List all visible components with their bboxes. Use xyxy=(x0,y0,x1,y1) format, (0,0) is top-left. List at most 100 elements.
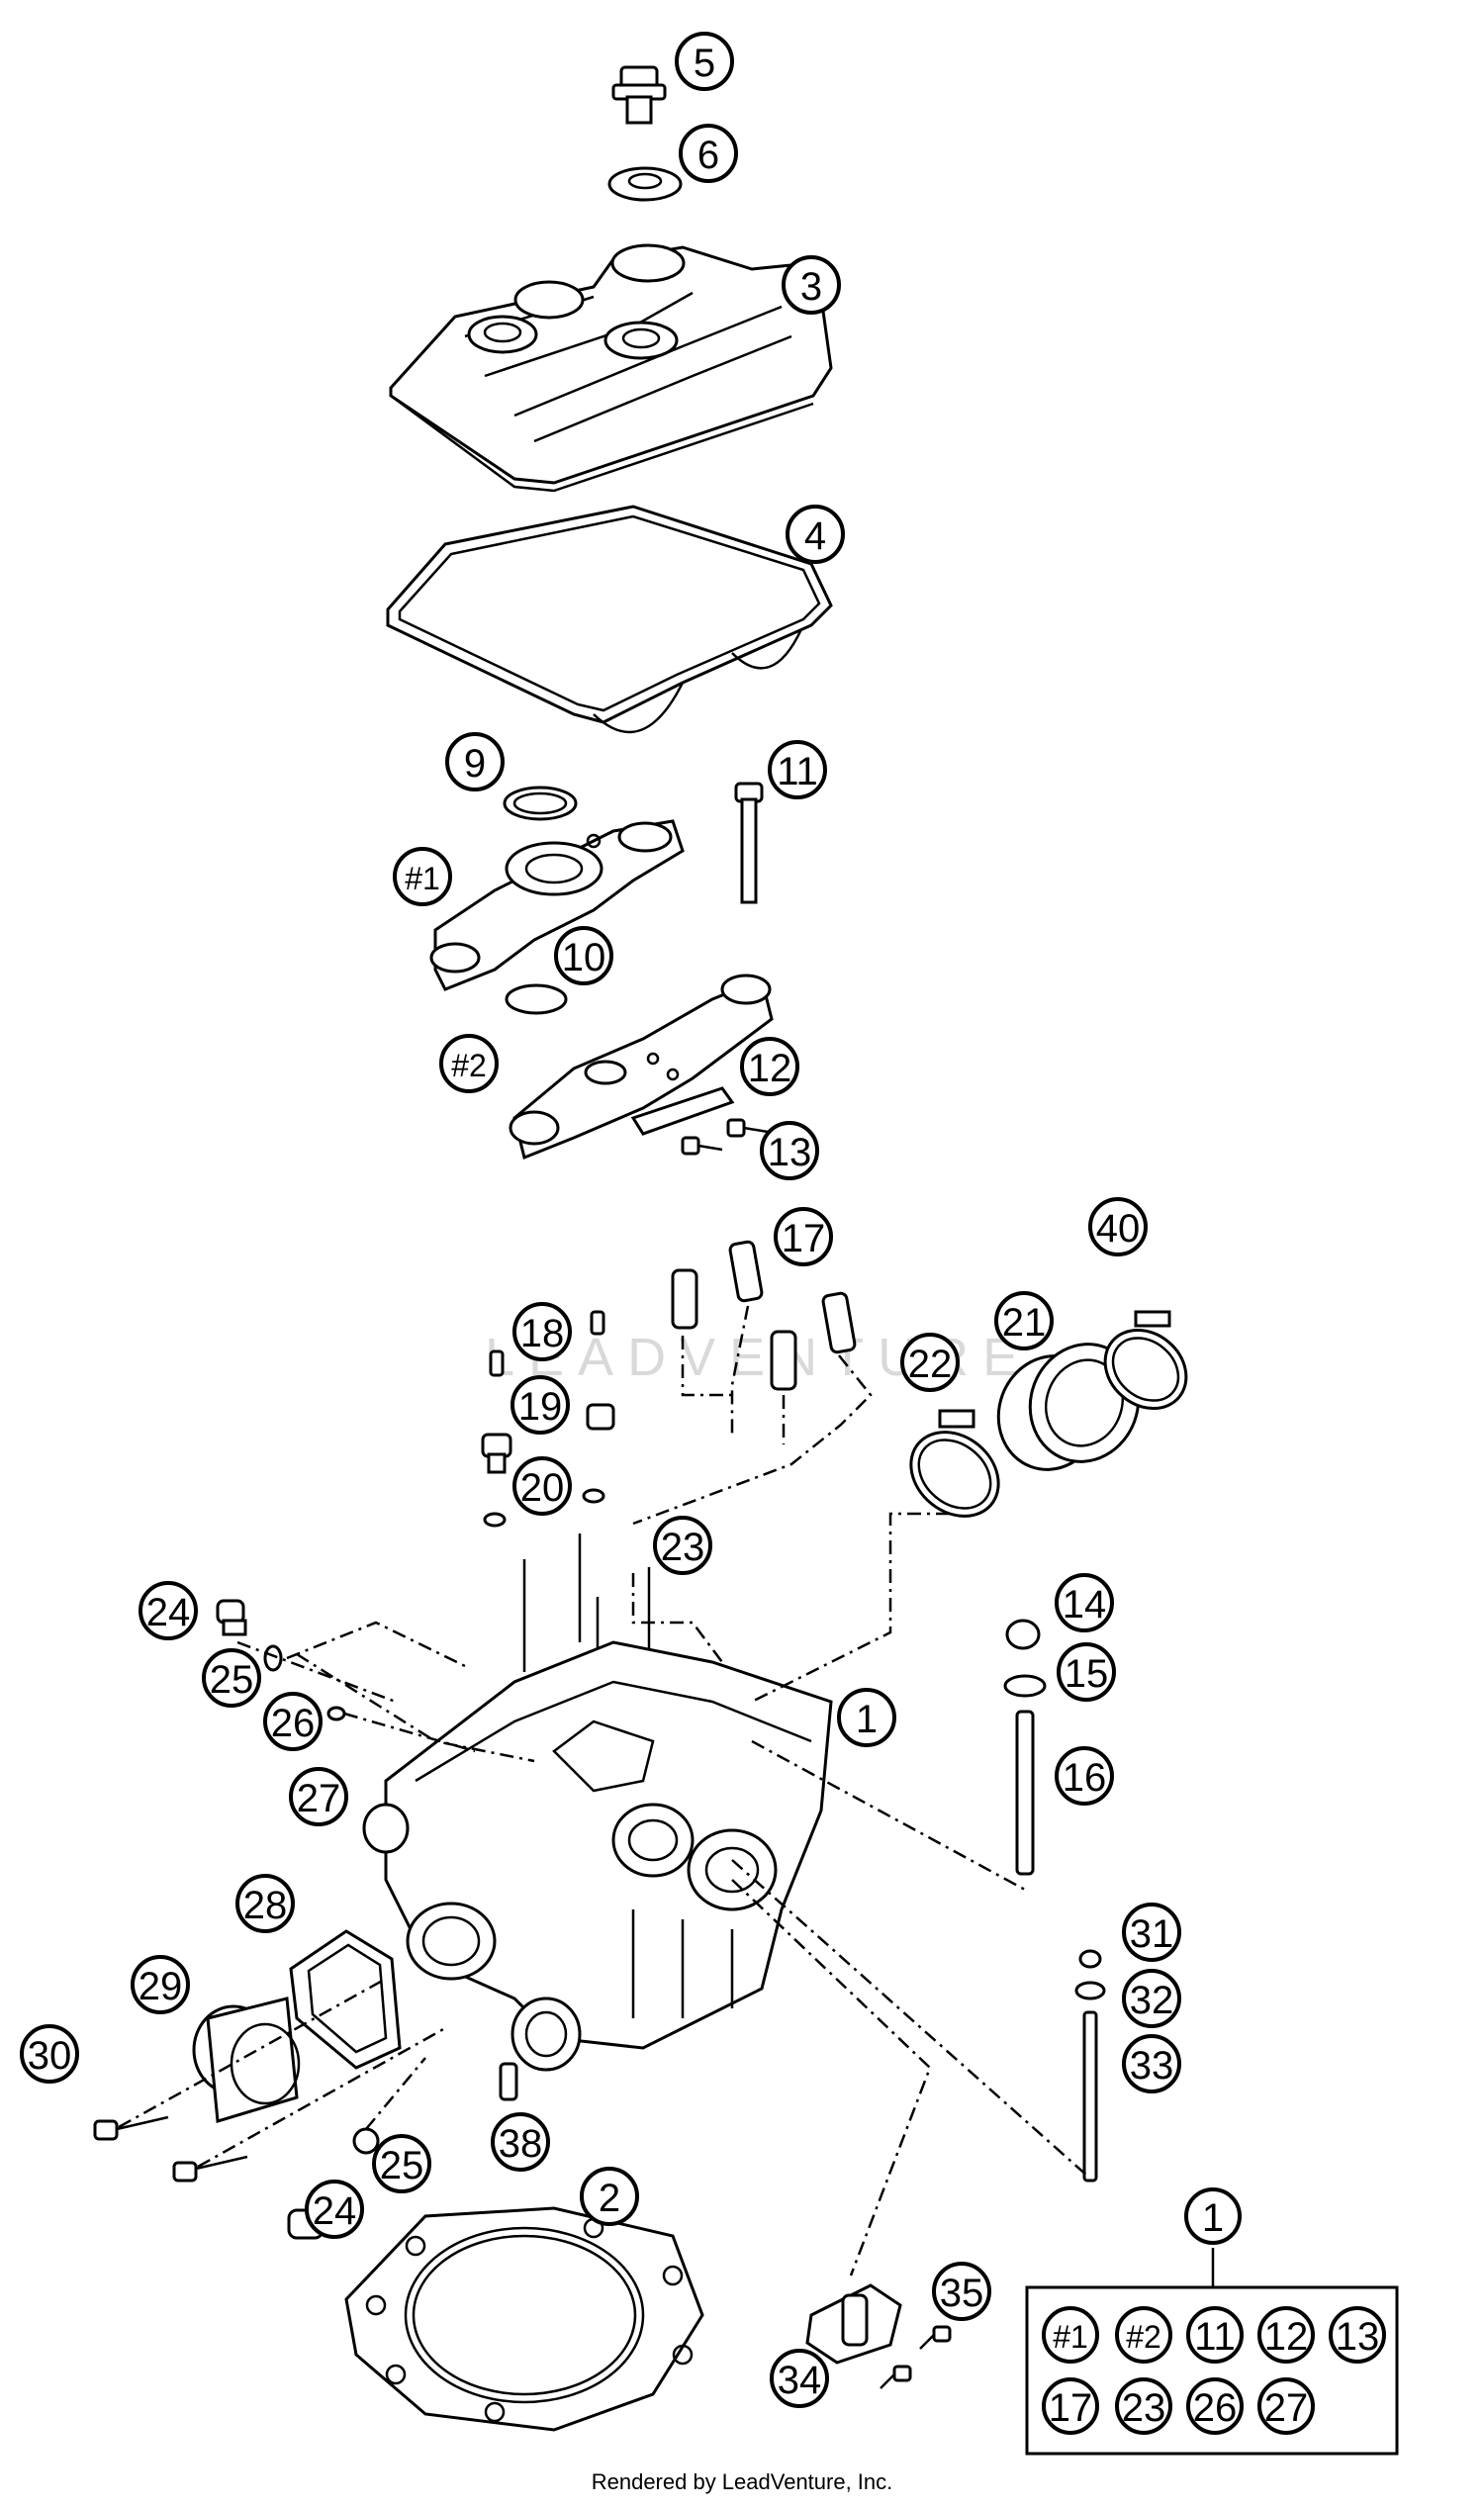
kit-callout-circle xyxy=(1042,2377,1099,2435)
callout-circle xyxy=(837,1688,896,1747)
kit-item-13: 13 xyxy=(1329,2306,1386,2364)
kit-callout-circle xyxy=(1329,2306,1386,2364)
callout-4: 4 xyxy=(786,505,845,564)
callout-label: 28 xyxy=(243,1884,288,1927)
callout-circle xyxy=(510,1375,570,1435)
part-29-flange xyxy=(192,1997,301,2123)
kit-item-num2: #2 xyxy=(1115,2306,1172,2364)
callout-circle xyxy=(1088,1197,1148,1256)
part-22-hose-clamp xyxy=(909,1409,1000,1518)
callout-num1: #1 xyxy=(393,847,452,906)
callout-13: 13 xyxy=(760,1121,819,1180)
callout-20: 20 xyxy=(512,1456,572,1516)
kit-callout-circle xyxy=(1115,2306,1172,2364)
part-15-washer xyxy=(1003,1674,1047,1698)
kit-callout-circle xyxy=(1257,2306,1315,2364)
callout-circle xyxy=(679,124,738,183)
callout-circle xyxy=(512,1456,572,1516)
callout-label: #2 xyxy=(451,1048,487,1083)
callout-label: 25 xyxy=(380,2144,424,2187)
callout-label: 23 xyxy=(661,1526,705,1569)
callout-circle xyxy=(235,1874,295,1933)
part-5-bolt xyxy=(611,65,667,125)
callout-label: 14 xyxy=(1063,1583,1107,1626)
part-40-hose-clamp xyxy=(1103,1310,1188,1411)
callout-label: 1 xyxy=(856,1698,878,1741)
callout-circle xyxy=(439,1034,499,1093)
part-11-bolt xyxy=(734,782,764,904)
callout-34: 34 xyxy=(770,2349,829,2408)
callout-2: 2 xyxy=(580,2167,639,2226)
callout-circle xyxy=(782,255,841,315)
part-28-gasket xyxy=(289,1929,402,2070)
kit-callout-label: 23 xyxy=(1122,2386,1166,2430)
callout-num2: #2 xyxy=(439,1034,499,1093)
callout-label: 40 xyxy=(1096,1207,1141,1251)
callout-label: 5 xyxy=(694,42,715,85)
kit-item-11: 11 xyxy=(1186,2306,1244,2364)
part-30-bolts xyxy=(93,2115,248,2183)
callout-label: 11 xyxy=(777,750,818,793)
part-25-oring-bottom xyxy=(352,2127,380,2155)
callout-label: 32 xyxy=(1130,1979,1174,2022)
kit-callout-label: 1 xyxy=(1202,2196,1224,2240)
callout-label: 35 xyxy=(940,2272,984,2315)
callout-label: 13 xyxy=(768,1131,812,1174)
callout-27: 27 xyxy=(289,1767,348,1826)
callout-label: 29 xyxy=(139,1965,183,2008)
callout-label: 27 xyxy=(297,1777,341,1820)
kit-item-27: 27 xyxy=(1257,2377,1315,2435)
callout-circle xyxy=(740,1037,799,1096)
callout-label: 24 xyxy=(146,1591,191,1634)
callout-circle xyxy=(774,1207,833,1266)
callout-circle xyxy=(1122,1969,1181,2028)
leader-lines xyxy=(118,1512,1089,2277)
callout-label: 21 xyxy=(1002,1301,1047,1345)
part-31-nut xyxy=(1078,1949,1102,1969)
callout-28: 28 xyxy=(235,1874,295,1933)
callout-label: 33 xyxy=(1130,2044,1174,2088)
callout-circle xyxy=(393,847,452,906)
callout-29: 29 xyxy=(131,1955,190,2014)
part-34-cover xyxy=(805,2283,902,2365)
kit-item-26: 26 xyxy=(1186,2377,1244,2435)
callout-9: 9 xyxy=(445,732,505,791)
kit-item-12: 12 xyxy=(1257,2306,1315,2364)
callout-circle xyxy=(372,2134,431,2193)
callout-circle xyxy=(305,2180,364,2239)
callout-33: 33 xyxy=(1122,2034,1181,2093)
callout-32: 32 xyxy=(1122,1969,1181,2028)
part-13-screws xyxy=(681,1118,769,1156)
footer-credit: Rendered by LeadVenture, Inc. xyxy=(591,2469,893,2494)
callout-25: 25 xyxy=(372,2134,431,2193)
part-20-washers xyxy=(483,1488,605,1528)
callout-circle xyxy=(770,2349,829,2408)
callout-circle xyxy=(554,926,613,985)
kit-item-num1: #1 xyxy=(1042,2306,1099,2364)
kit-callout-circle xyxy=(1186,2306,1244,2364)
callout-circle xyxy=(1057,1642,1116,1702)
callout-6: 6 xyxy=(679,124,738,183)
callout-38: 38 xyxy=(491,2112,550,2172)
callout-circle xyxy=(1122,2034,1181,2093)
callout-label: 4 xyxy=(804,514,826,558)
kit-callout-label: #2 xyxy=(1126,2319,1161,2355)
callout-label: 22 xyxy=(908,1343,953,1386)
callout-22: 22 xyxy=(900,1333,960,1392)
kit-callout-circle xyxy=(1186,2377,1244,2435)
callout-17: 17 xyxy=(774,1207,833,1266)
callout-21: 21 xyxy=(994,1291,1054,1350)
callout-label: 3 xyxy=(800,265,822,309)
part-4-gasket xyxy=(386,505,833,734)
callout-circle xyxy=(263,1692,323,1751)
callout-label: 17 xyxy=(782,1217,826,1260)
callout-circle xyxy=(289,1767,348,1826)
callout-label: 2 xyxy=(599,2177,620,2220)
callout-15: 15 xyxy=(1057,1642,1116,1702)
callout-3: 3 xyxy=(782,255,841,315)
callout-19: 19 xyxy=(510,1375,570,1435)
callout-label: 30 xyxy=(28,2034,72,2078)
kit-callout-label: #1 xyxy=(1053,2319,1088,2355)
